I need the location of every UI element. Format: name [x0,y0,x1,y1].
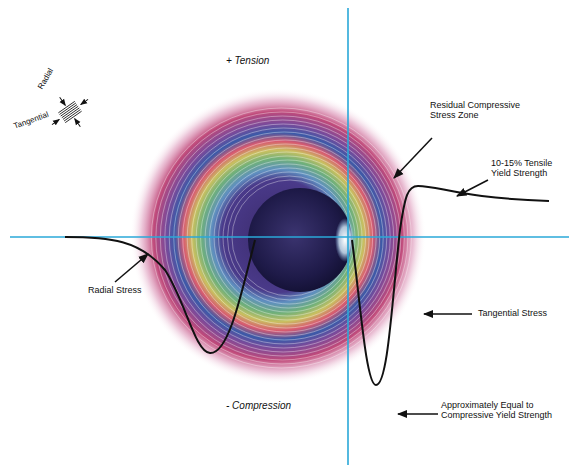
tangential-stress-curve [352,186,549,385]
vertical-axis [347,8,349,465]
leader-arrow [115,254,148,282]
radial-stress-curve [65,237,255,353]
leader-arrow [394,138,432,178]
direction-label: Radial [36,67,55,91]
stress-zone-disc [130,88,426,384]
axis-label: - Compression [226,400,291,412]
curve-label: Tangential Stress [478,308,547,318]
callout-text: 10-15% Tensile Yield Strength [491,158,565,179]
stress-element-symbol [42,85,99,140]
leader-arrow [398,413,438,415]
axis-label: + Tension [226,55,269,67]
direction-label: Tangential [12,110,49,131]
callout-text: Residual Compressive Stress Zone [430,100,530,121]
curve-label: Radial Stress [88,285,142,295]
leader-arrow [424,313,472,315]
callout-text: Approximately Equal to Compressive Yield… [441,400,565,421]
leader-arrow [457,180,488,196]
ring-texture [151,108,411,368]
